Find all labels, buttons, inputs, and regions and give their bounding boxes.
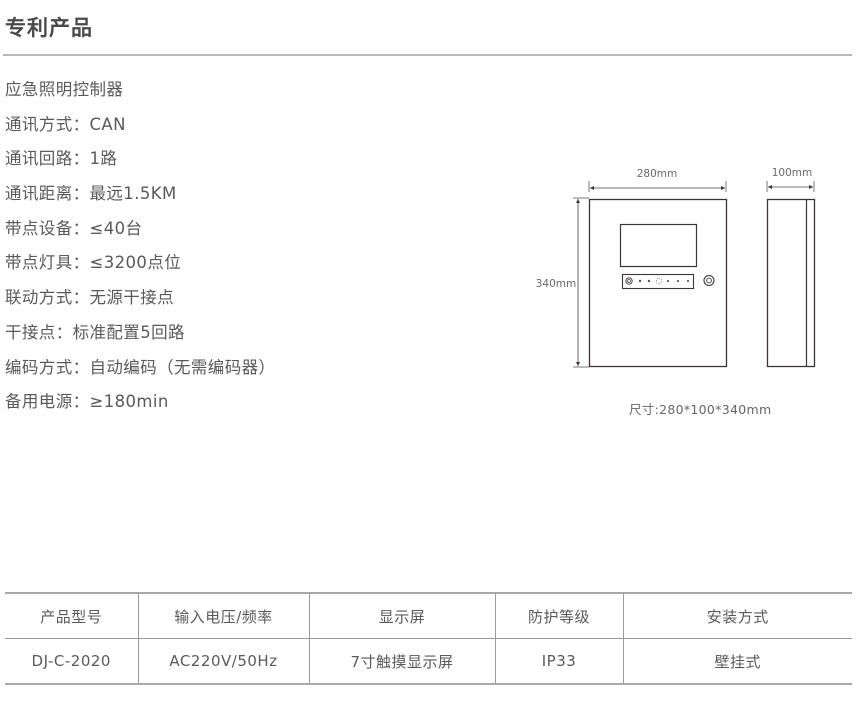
depth-dimension: 100mm — [766, 167, 815, 192]
cell-voltage: AC220V/50Hz — [137, 638, 309, 685]
col-header-voltage: 输入电压/频率 — [137, 592, 309, 639]
side-view — [766, 198, 816, 368]
spec-dry-contacts: 干接点：标准配置5回路 — [5, 322, 185, 342]
spec-linkage-mode: 联动方式：无源干接点 — [5, 288, 174, 308]
depth-label: 100mm — [772, 167, 813, 179]
spec-list: 应急照明控制器 通讯方式：CAN 通讯回路：1路 通讯距离：最远1.5KM 带点… — [5, 76, 275, 423]
spec-device-capacity: 带点设备：≤40台 — [5, 218, 143, 238]
cell-display: 7寸触摸显示屏 — [308, 638, 495, 685]
dimension-caption: 尺寸:280*100*340mm — [629, 402, 772, 417]
col-header-installation: 安装方式 — [622, 592, 852, 639]
spec-backup-power: 备用电源：≥180min — [5, 392, 169, 412]
cell-model: DJ-C-2020 — [5, 638, 138, 685]
spec-luminaire-capacity: 带点灯具：≤3200点位 — [5, 253, 182, 273]
height-label: 340mm — [536, 278, 577, 290]
spec-encoding-mode: 编码方式：自动编码（无需编码器） — [5, 357, 276, 377]
spec-communication-loops: 通讯回路：1路 — [5, 149, 118, 169]
front-view — [588, 198, 728, 368]
table-row: DJ-C-2020 AC220V/50Hz 7寸触摸显示屏 IP33 壁挂式 — [5, 638, 852, 685]
cell-protection: IP33 — [494, 638, 623, 685]
title-divider — [3, 54, 852, 56]
product-name: 应急照明控制器 — [5, 80, 124, 99]
col-header-protection: 防护等级 — [494, 592, 623, 639]
section-title: 专利产品 — [5, 16, 93, 40]
spec-communication-distance: 通讯距离：最远1.5KM — [5, 184, 177, 204]
key-lock-icon — [703, 274, 715, 287]
spec-communication-mode: 通讯方式：CAN — [5, 114, 126, 134]
cell-installation: 壁挂式 — [622, 638, 852, 685]
height-dimension: 340mm — [536, 197, 589, 368]
spec-table: 产品型号 输入电压/频率 显示屏 防护等级 安装方式 DJ-C-2020 AC2… — [5, 592, 852, 685]
col-header-display: 显示屏 — [308, 592, 495, 639]
display-screen — [619, 223, 698, 268]
width-label: 280mm — [637, 168, 678, 180]
button-panel — [621, 273, 695, 290]
table-header-row: 产品型号 输入电压/频率 显示屏 防护等级 安装方式 — [5, 592, 852, 639]
col-header-model: 产品型号 — [5, 592, 138, 639]
width-dimension: 280mm — [588, 168, 727, 192]
